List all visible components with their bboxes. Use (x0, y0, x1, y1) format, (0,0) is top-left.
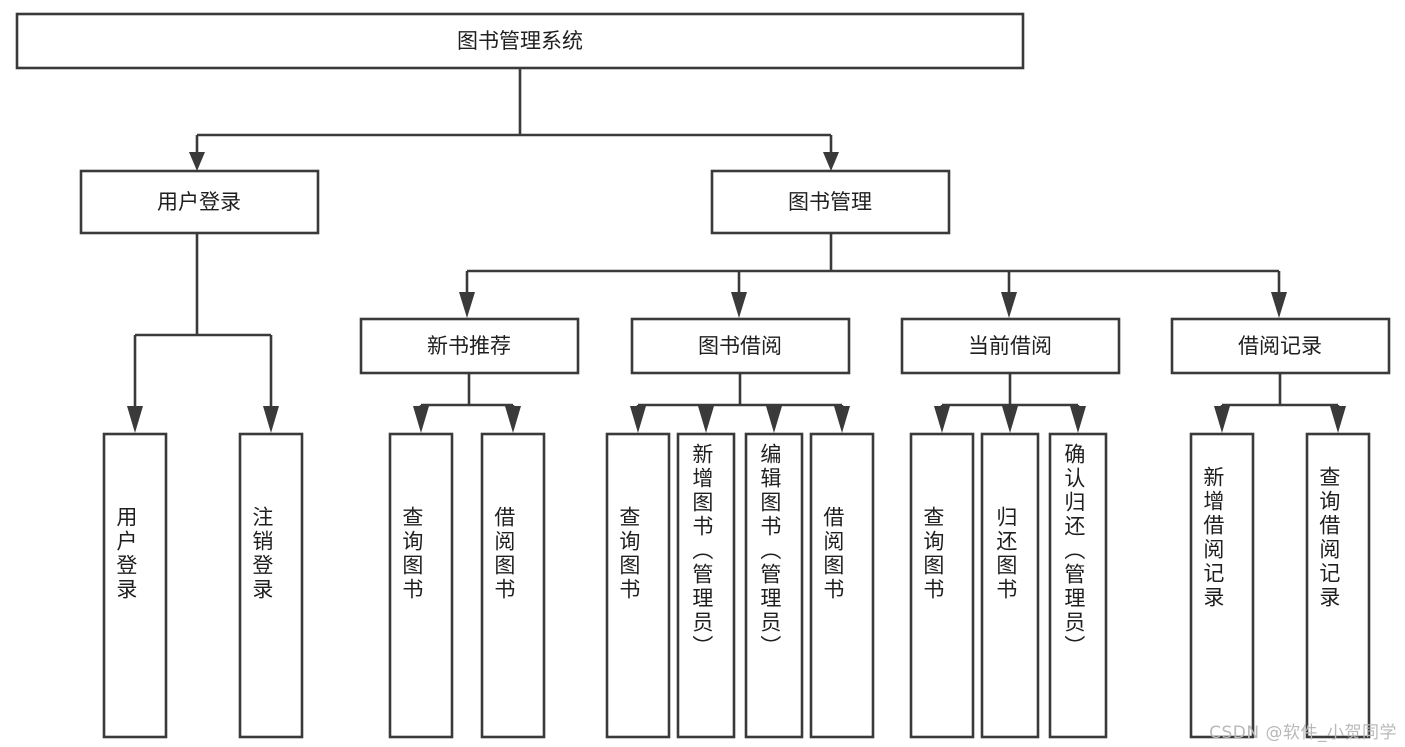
connector-group (127, 68, 1346, 433)
arrow-mid-1 (459, 292, 475, 318)
leaf-box-5[interactable] (605, 432, 671, 739)
leaf-box-2[interactable] (238, 432, 304, 739)
arrow-leaf-13 (1330, 406, 1346, 433)
node-current-borrow-label: 当前借阅 (968, 334, 1052, 358)
arrow-leaf-2 (263, 406, 279, 433)
arrow-mid-2 (731, 292, 747, 318)
node-book-borrow-box[interactable] (630, 317, 851, 375)
node-root-box[interactable] (15, 12, 1025, 70)
arrow-leaf-9 (934, 406, 950, 433)
arrow-to-user-login (189, 152, 205, 171)
node-user-login[interactable]: 用户登录 (79, 169, 320, 235)
node-current-borrow-box[interactable] (900, 317, 1121, 375)
arrow-to-book-manage (823, 152, 839, 171)
arrow-leaf-4 (505, 406, 521, 433)
leaf-box-10[interactable] (980, 432, 1040, 739)
arrow-mid-4 (1271, 292, 1287, 318)
leaf-box-12[interactable] (1189, 432, 1255, 739)
node-root-label: 图书管理系统 (457, 29, 583, 53)
node-book-borrow-label: 图书借阅 (698, 334, 782, 358)
arrow-leaf-5 (630, 406, 646, 433)
node-user-login-label: 用户登录 (157, 190, 241, 214)
node-borrow-record-box[interactable] (1170, 317, 1391, 375)
arrow-leaf-3 (413, 406, 429, 433)
leaf-box-9[interactable] (909, 432, 975, 739)
leaf-box-8[interactable] (809, 432, 875, 739)
leaf-box-11[interactable] (1048, 432, 1108, 739)
arrow-leaf-10 (1002, 406, 1018, 433)
node-borrow-record[interactable]: 借阅记录 (1170, 317, 1391, 375)
node-root[interactable]: 图书管理系统 (15, 12, 1025, 70)
node-new-book-recommend-label: 新书推荐 (427, 334, 511, 358)
arrow-leaf-6 (698, 406, 714, 433)
arrow-leaf-7 (766, 406, 782, 433)
node-new-book-recommend[interactable]: 新书推荐 (359, 317, 580, 375)
leaf-box-13[interactable] (1305, 432, 1371, 739)
node-current-borrow[interactable]: 当前借阅 (900, 317, 1121, 375)
node-user-login-box[interactable] (79, 169, 320, 235)
leaf-boxes-group (102, 432, 1371, 739)
leaf-box-3[interactable] (388, 432, 454, 739)
leaf-box-7[interactable] (744, 432, 804, 739)
arrow-leaf-8 (834, 406, 850, 433)
leaf-box-6[interactable] (676, 432, 736, 739)
csdn-watermark: CSDN @软件_小贺同学 (1209, 723, 1397, 743)
node-book-manage-box[interactable] (710, 169, 951, 235)
node-book-borrow[interactable]: 图书借阅 (630, 317, 851, 375)
arrow-mid-3 (1001, 292, 1017, 318)
node-book-manage-label: 图书管理 (788, 190, 872, 214)
arrow-leaf-1 (127, 406, 143, 433)
arrow-leaf-12 (1214, 406, 1230, 433)
leaf-box-4[interactable] (480, 432, 546, 739)
node-borrow-record-label: 借阅记录 (1238, 334, 1322, 358)
arrow-leaf-11 (1070, 406, 1086, 433)
node-new-book-recommend-box[interactable] (359, 317, 580, 375)
leaf-box-1[interactable] (102, 432, 168, 739)
node-book-manage[interactable]: 图书管理 (710, 169, 951, 235)
